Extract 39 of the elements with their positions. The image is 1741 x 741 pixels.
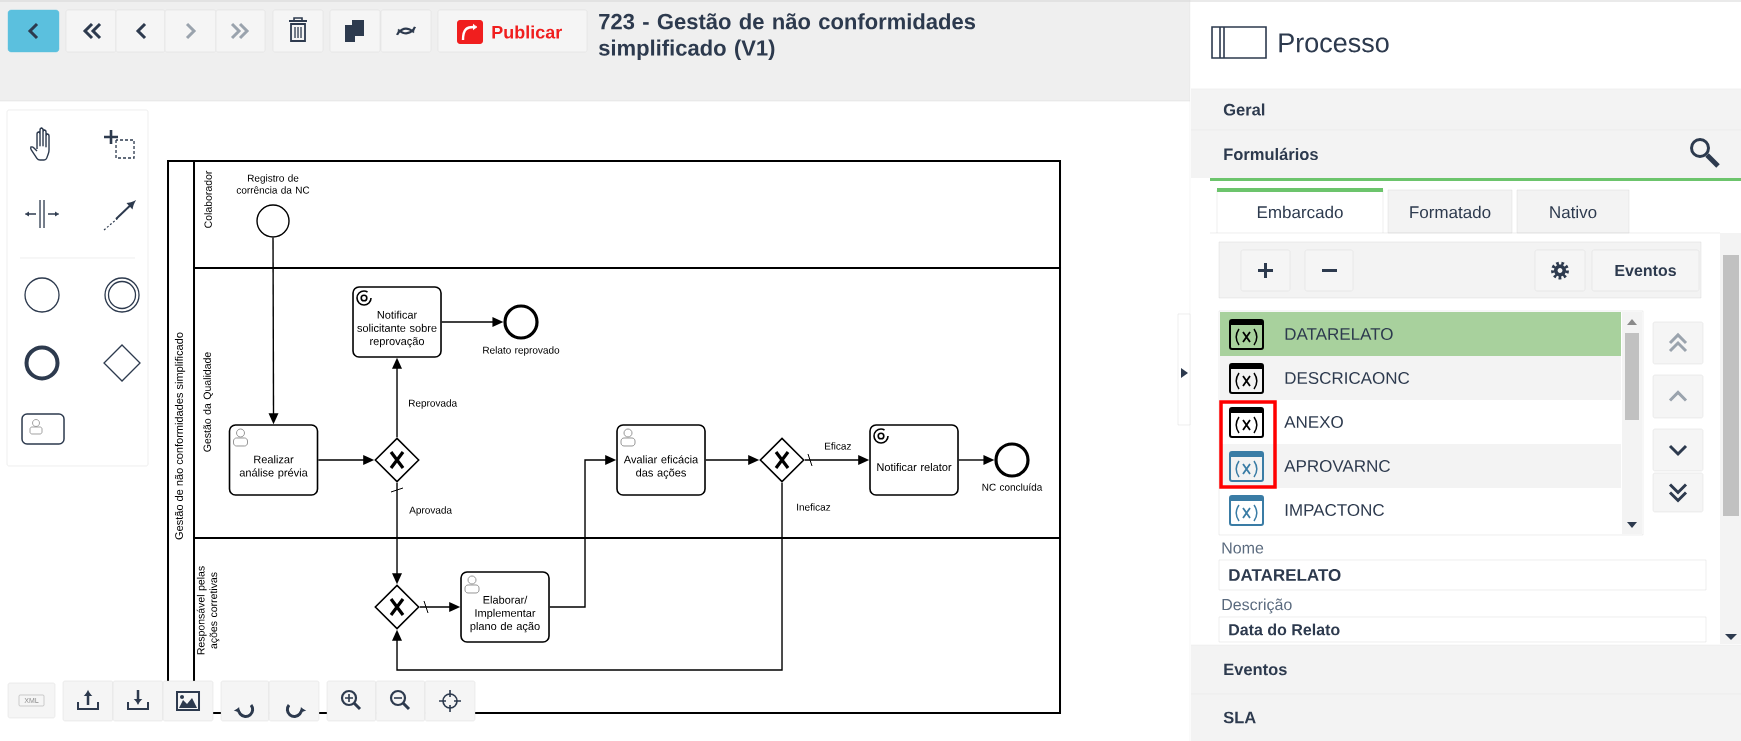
arrow [958, 455, 995, 465]
panel-title: Processo [1279, 33, 1389, 53]
gateway-diamond [759, 437, 805, 483]
tab: Nativo [1516, 189, 1630, 234]
arrow [268, 237, 279, 425]
section-header: Geral [1190, 88, 1741, 130]
tab: Embarcado [1216, 188, 1384, 234]
section-header: Eventos [1190, 644, 1741, 694]
input-field: Data do Relato [1218, 616, 1707, 643]
arrow [317, 455, 375, 465]
tab: Formatado [1387, 189, 1513, 234]
edge-label: Aprovada [408, 505, 453, 517]
section-header: Formulários [1190, 129, 1741, 181]
arrow [705, 455, 760, 465]
publish-button: Publicar [437, 9, 588, 53]
arrow [392, 482, 783, 671]
page-title: 723 - Gestão de não conformidades simplificado (V1) [599, 13, 976, 61]
task-box: Notificar relator [869, 424, 959, 496]
section-header: SLA [1190, 693, 1741, 741]
gateway-diamond [374, 437, 420, 483]
edge-label: Ineficaz [795, 502, 832, 512]
task-box: Avaliar eficácia das ações [616, 424, 706, 496]
arrow [549, 455, 617, 608]
arrow [441, 317, 504, 327]
gateway-diamond [374, 584, 420, 630]
event-label: Relato reprovado [483, 346, 560, 356]
field-label: Descrição [1222, 598, 1292, 614]
event-label: Registro de corrência da NC [236, 174, 310, 194]
event-label: NC concluída [982, 483, 1043, 491]
task-box: Elaborar/ Implementar plano de ação [460, 571, 550, 643]
events-button: Eventos [1591, 249, 1700, 292]
edge-label: Reprovada [407, 398, 459, 410]
task-box: Realizar análise prévia [228, 424, 319, 496]
list-row: DATARELATO [1220, 312, 1621, 356]
input-field: DATARELATO [1218, 559, 1707, 591]
task-box: Notificar solicitante sobre reprovação [352, 286, 442, 358]
field-label: Nome [1222, 542, 1264, 554]
arrow [392, 357, 402, 438]
edge-label: Eficaz [823, 441, 853, 451]
